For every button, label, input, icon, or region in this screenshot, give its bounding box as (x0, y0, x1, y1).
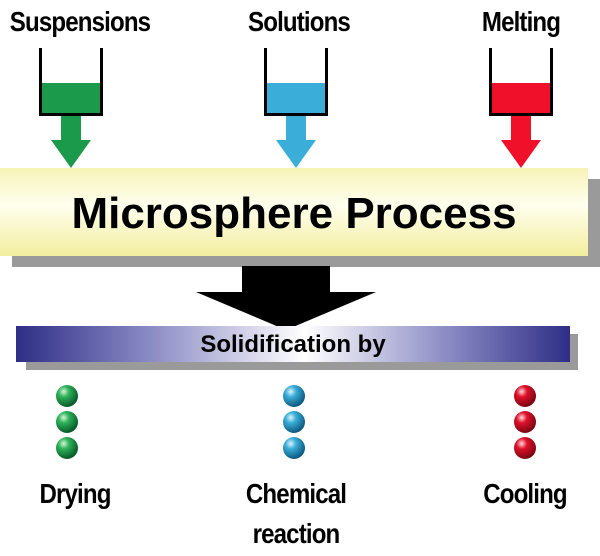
input-label-solutions: Solutions (248, 6, 351, 37)
input-label-melting: Melting (481, 6, 561, 37)
output-label-line1: Drying (39, 478, 111, 509)
suspension-liquid (42, 83, 100, 113)
solidification-label: Solidification by (200, 331, 386, 358)
big-arrow-down-icon (196, 266, 376, 330)
beaker-icon (489, 48, 553, 116)
melt-liquid (492, 83, 550, 113)
solidification-bar: Solidification by (16, 326, 570, 362)
input-label-suspensions: Suspensions (9, 6, 151, 37)
output-label-line2: reaction (252, 518, 341, 549)
process-label: Microsphere Process (71, 189, 517, 238)
beaker-icon (39, 48, 103, 116)
sphere-stack-icon (283, 385, 305, 459)
sphere-stack-icon (56, 385, 78, 459)
output-label-line1: Cooling (483, 478, 567, 509)
beaker-icon (264, 48, 328, 116)
output-label-drying: Drying (0, 474, 161, 514)
process-bar: Microsphere Process (0, 168, 588, 256)
arrow-down-icon (51, 116, 91, 168)
output-label-cooling: Cooling (439, 474, 600, 514)
solution-liquid (267, 83, 325, 113)
sphere-stack-icon (514, 385, 536, 459)
arrow-down-icon (276, 116, 316, 168)
output-label-chemical-reaction: Chemical reaction (210, 474, 382, 554)
output-label-line1: Chemical (245, 478, 347, 509)
arrow-down-icon (501, 116, 541, 168)
